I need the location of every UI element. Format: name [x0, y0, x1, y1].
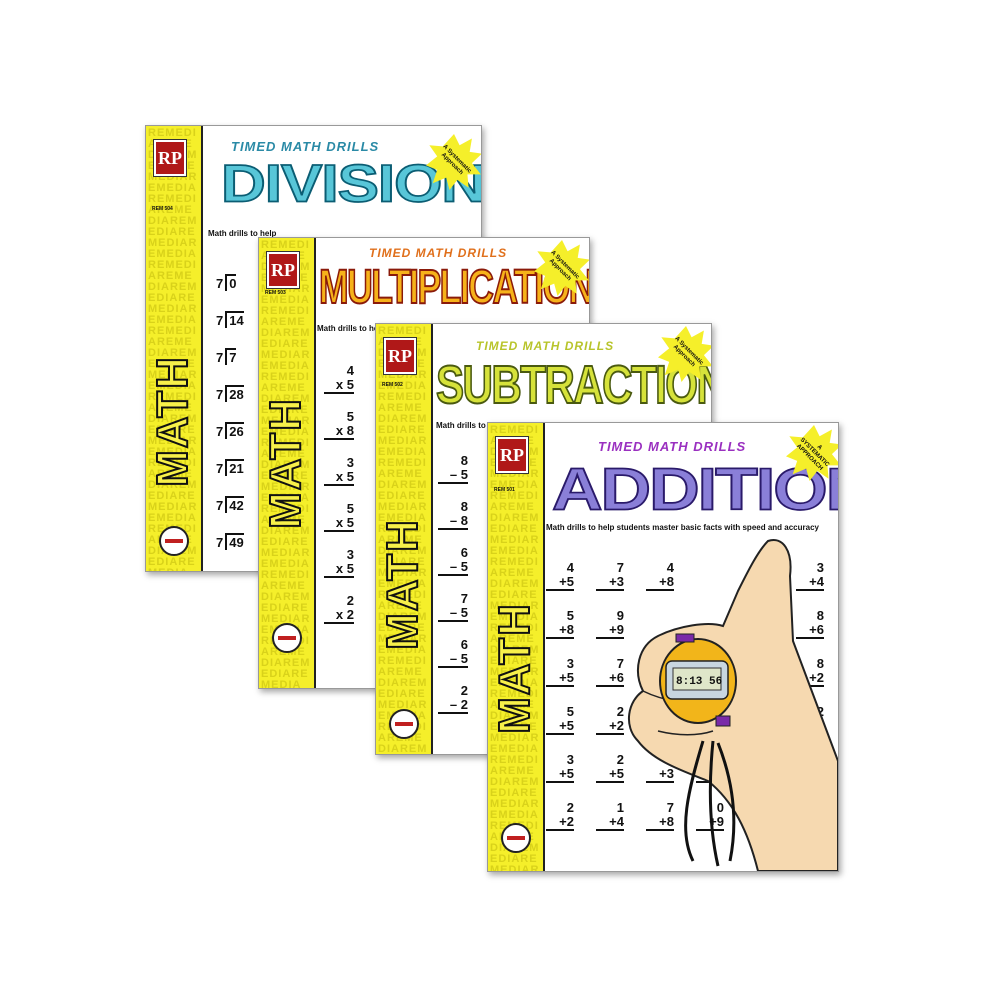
series-title: TIMED MATH DRILLS: [231, 139, 380, 154]
math-problem: 5+8: [546, 609, 574, 639]
math-problem: 3+5: [546, 753, 574, 783]
math-problem: 2+2: [546, 801, 574, 831]
spine-title: MATH: [489, 601, 540, 735]
blackline-badge-icon: [159, 526, 189, 556]
math-problem: 8– 8: [438, 500, 468, 530]
math-problem: 9+9: [596, 609, 624, 639]
math-problem: 3+5: [546, 657, 574, 687]
math-problem: 2+5: [596, 753, 624, 783]
hand: [627, 539, 838, 871]
tagline: Math drills to help students master basi…: [546, 523, 819, 532]
math-problem: 7+3: [596, 561, 624, 591]
series-title: TIMED MATH DRILLS: [369, 246, 508, 260]
spine-pattern: REMEDIAREMEDIAREMEDIAREMEDIAREMEDIAREMED…: [148, 127, 198, 572]
math-problem: 7– 5: [438, 592, 468, 622]
math-problem: 1+4: [596, 801, 624, 831]
spine-title: MATH: [377, 517, 428, 651]
tagline: Math drills to help: [436, 421, 505, 430]
series-title: TIMED MATH DRILLS: [598, 439, 747, 454]
publisher-logo: RP: [384, 338, 416, 374]
math-problem: 7+8: [646, 801, 674, 831]
spine: REMEDIAREMEDIAREMEDIAREMEDIAREMEDIAREMED…: [488, 423, 545, 871]
spine: REMEDIAREMEDIAREMEDIAREMEDIAREMEDIAREMED…: [376, 324, 433, 754]
series-title: TIMED MATH DRILLS: [476, 339, 615, 353]
math-problem: 7+6: [596, 657, 624, 687]
product-code: REM 501: [494, 487, 515, 493]
publisher-logo: RP: [496, 437, 528, 473]
spine: REMEDIAREMEDIAREMEDIAREMEDIAREMEDIAREMED…: [146, 126, 203, 571]
hand-stopwatch-illustration: 8:13 56: [627, 539, 838, 871]
spine-title: MATH: [260, 396, 311, 530]
math-problem: 2– 2: [438, 684, 468, 714]
blackline-badge-icon: [389, 709, 419, 739]
blackline-badge-icon: [501, 823, 531, 853]
book-title: SUBTRACTION: [435, 354, 712, 416]
spine: REMEDIAREMEDIAREMEDIAREMEDIAREMEDIAREMED…: [259, 238, 316, 688]
book-addition: REMEDIAREMEDIAREMEDIAREMEDIAREMEDIAREMED…: [487, 422, 839, 872]
lanyard: [684, 740, 736, 867]
math-problem: 5+5: [546, 705, 574, 735]
math-problem: 4+5: [546, 561, 574, 591]
blackline-badge-icon: [272, 623, 302, 653]
tagline: Math drills to help: [317, 324, 386, 333]
math-problem: 8– 5: [438, 454, 468, 484]
math-problem: 8+6: [796, 609, 824, 639]
product-code: REM 503: [265, 290, 286, 296]
stopwatch-display: 8:13 56: [676, 676, 722, 688]
stopwatch-icon: [659, 633, 737, 727]
math-problem: 2+2: [596, 705, 624, 735]
spine-title: MATH: [147, 354, 198, 488]
math-problem: 6– 5: [438, 638, 468, 668]
math-problem: 3+4: [796, 561, 824, 591]
product-code: REM 502: [382, 382, 403, 388]
publisher-logo: RP: [154, 140, 186, 176]
product-code: REM 504: [152, 206, 173, 212]
math-problem: 4+8: [646, 561, 674, 591]
publisher-logo: RP: [267, 252, 299, 288]
spine-pattern: REMEDIAREMEDIAREMEDIAREMEDIAREMEDIAREMED…: [261, 239, 311, 689]
spine-pattern: REMEDIAREMEDIAREMEDIAREMEDIAREMEDIAREMED…: [378, 325, 428, 755]
tagline: Math drills to help: [208, 229, 277, 238]
book-title: ADDITION: [551, 455, 838, 523]
math-problem: 6– 5: [438, 546, 468, 576]
